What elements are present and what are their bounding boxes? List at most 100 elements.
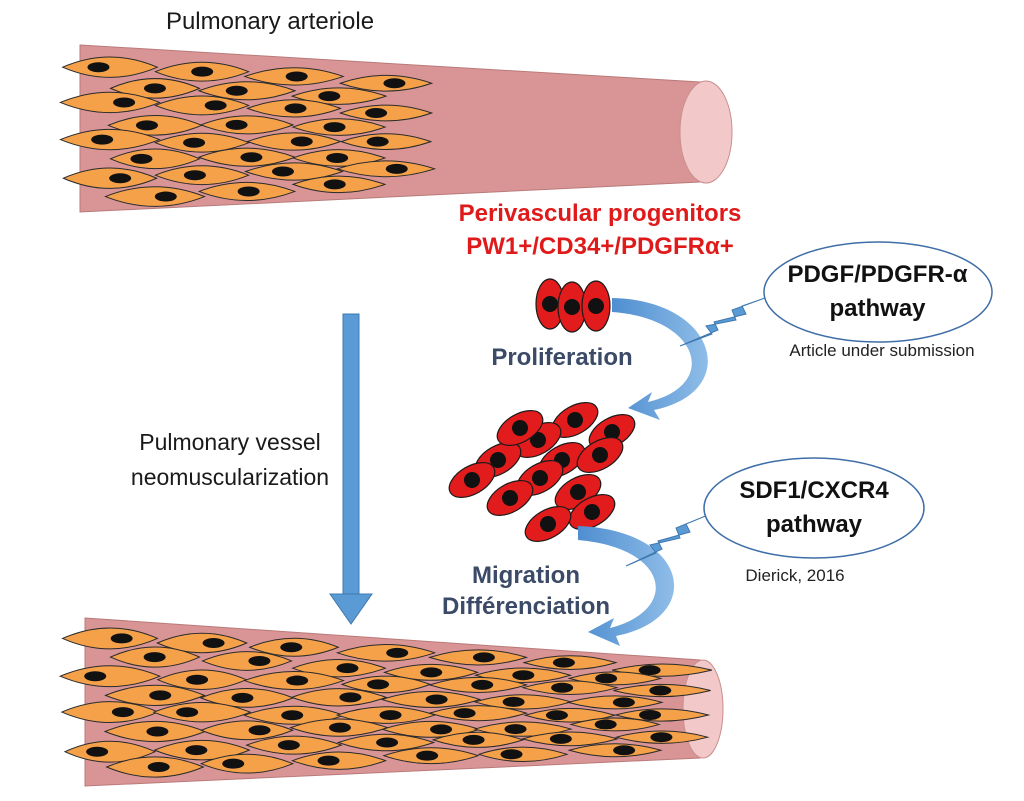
- cell-nucleus: [185, 745, 208, 756]
- cell-nucleus: [570, 484, 586, 500]
- smooth-muscle-cell: [339, 133, 433, 151]
- smooth-muscle-cell: [335, 644, 437, 662]
- down-arrow-icon: [329, 313, 373, 625]
- cell-nucleus: [328, 722, 351, 733]
- cell-nucleus: [87, 62, 110, 73]
- cell-nucleus: [385, 163, 408, 174]
- cell-nucleus: [649, 685, 672, 696]
- cell-nucleus: [638, 665, 661, 676]
- cell-nucleus: [376, 737, 399, 748]
- top-vessel: [59, 44, 733, 213]
- smooth-muscle-cell: [197, 181, 297, 201]
- cell-nucleus: [317, 755, 340, 766]
- smooth-muscle-cell: [569, 717, 661, 732]
- cell-nucleus: [592, 447, 608, 463]
- top-vessel-muscle-cells: [59, 56, 437, 207]
- smooth-muscle-cell: [109, 148, 201, 170]
- progenitor-cell: [486, 479, 534, 517]
- cell-nucleus: [545, 710, 568, 721]
- smooth-muscle-cell: [243, 67, 345, 86]
- cell-nucleus: [130, 153, 153, 164]
- cell-nucleus: [336, 663, 359, 674]
- cell-nucleus: [453, 708, 476, 719]
- cell-nucleus: [135, 120, 158, 131]
- cell-nucleus: [604, 424, 620, 440]
- smooth-muscle-cell: [289, 718, 389, 737]
- cell-nucleus: [367, 679, 390, 690]
- pathway1-ellipse: [763, 241, 993, 343]
- cell-nucleus: [149, 690, 172, 701]
- smooth-muscle-cell: [104, 684, 206, 706]
- smooth-muscle-cell: [201, 651, 293, 671]
- cell-nucleus: [502, 696, 525, 707]
- progenitor-cells-small-cluster: [535, 278, 611, 333]
- smooth-muscle-cell: [520, 731, 620, 747]
- smooth-muscle-cell: [340, 675, 432, 694]
- cell-nucleus: [248, 655, 271, 666]
- cell-nucleus: [383, 78, 406, 89]
- pathway1-label-line1: PDGF/PDGFR-α: [787, 261, 968, 288]
- smooth-muscle-cell: [109, 78, 201, 99]
- smooth-muscle-cell: [290, 751, 388, 770]
- cell-nucleus: [551, 682, 574, 693]
- progenitor-cell: [524, 505, 572, 543]
- cell-nucleus: [285, 71, 308, 82]
- smooth-muscle-cell: [61, 56, 159, 78]
- pathway2-ellipse: [703, 457, 925, 559]
- cell-nucleus: [281, 710, 304, 721]
- smooth-muscle-cell: [567, 743, 663, 758]
- smooth-muscle-cell: [153, 739, 251, 761]
- cell-nucleus: [564, 299, 580, 315]
- smooth-muscle-cell: [613, 708, 711, 722]
- smooth-muscle-cell: [336, 733, 436, 752]
- cell-nucleus: [237, 186, 260, 197]
- smooth-muscle-cell: [62, 167, 158, 189]
- progenitors-label-line1: Perivascular progenitors: [458, 200, 742, 227]
- smooth-muscle-cell: [59, 91, 161, 114]
- cell-nucleus: [143, 652, 166, 663]
- proliferation-label: Proliferation: [491, 344, 633, 371]
- progenitor-cell: [535, 278, 565, 330]
- progenitor-cells-large-cluster: [448, 401, 636, 543]
- bottom-vessel: [58, 617, 724, 787]
- smooth-muscle-cell: [427, 649, 529, 666]
- pathway1-label: PDGF/PDGFR-α pathway: [765, 258, 990, 326]
- smooth-muscle-cell: [154, 61, 250, 82]
- smooth-muscle-cell: [248, 637, 340, 657]
- cell-nucleus: [430, 724, 453, 735]
- cell-nucleus: [567, 412, 583, 428]
- cell-nucleus: [326, 152, 349, 163]
- smooth-muscle-cell: [338, 104, 434, 122]
- cell-nucleus: [284, 103, 307, 114]
- pathway2-label-line1: SDF1/CXCR4: [739, 477, 889, 504]
- smooth-muscle-cell: [58, 665, 162, 688]
- cell-nucleus: [202, 638, 225, 649]
- smooth-muscle-cell: [290, 688, 388, 707]
- cell-nucleus: [146, 726, 169, 737]
- smooth-muscle-cell: [152, 702, 252, 723]
- cell-nucleus: [147, 762, 170, 773]
- smooth-muscle-cell: [199, 115, 295, 135]
- smooth-muscle-cell: [291, 118, 387, 136]
- smooth-muscle-cell: [291, 149, 387, 167]
- migration-label: Migration Différenciation: [436, 560, 616, 622]
- smooth-muscle-cell: [197, 147, 297, 167]
- smooth-muscle-cell: [104, 186, 206, 207]
- cell-nucleus: [280, 642, 303, 653]
- cell-nucleus: [231, 692, 254, 703]
- top-vessel-lumen: [679, 80, 733, 184]
- cell-nucleus: [339, 692, 362, 703]
- cell-nucleus: [240, 152, 263, 163]
- cell-nucleus: [176, 707, 199, 718]
- smooth-muscle-cell: [245, 735, 343, 755]
- cell-nucleus: [84, 671, 107, 682]
- smooth-muscle-cell: [427, 676, 529, 693]
- smooth-muscle-cell: [199, 753, 295, 774]
- cell-nucleus: [613, 745, 636, 756]
- smooth-muscle-cell: [63, 740, 157, 763]
- smooth-muscle-cell: [105, 756, 205, 778]
- cell-nucleus: [502, 490, 518, 506]
- cell-nucleus: [594, 719, 617, 730]
- smooth-muscle-cell: [107, 115, 203, 136]
